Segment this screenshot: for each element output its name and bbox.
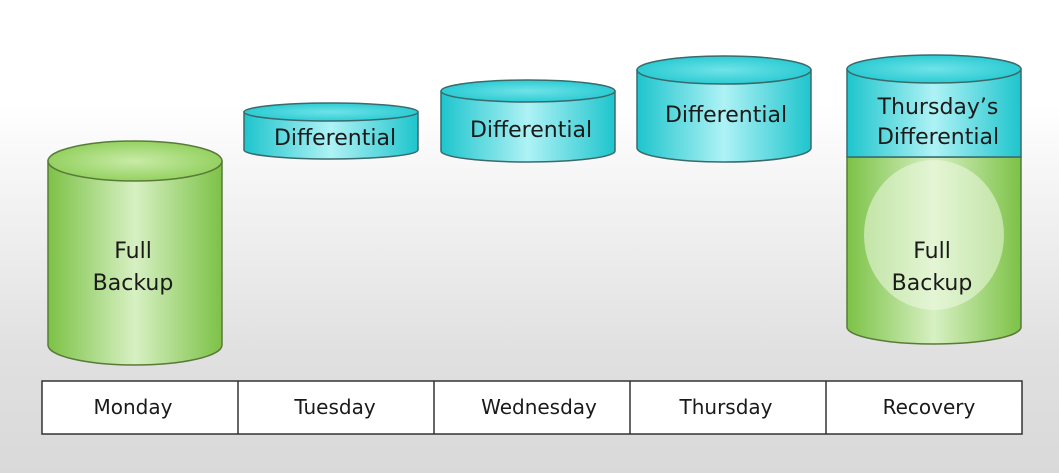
thursday-differential-label: Differential bbox=[665, 103, 787, 128]
recovery-full-backup-section: Full Backup bbox=[846, 156, 1022, 345]
tuesday-differential-cylinder: Differential bbox=[243, 102, 419, 160]
recovery-cylinder: Full Backup Thursday’s Differential bbox=[846, 54, 1022, 345]
recovery-differential-label-1: Thursday’s bbox=[877, 95, 999, 120]
monday-full-label-2: Backup bbox=[93, 271, 174, 296]
day-table: Monday Tuesday Wednesday Thursday Recove… bbox=[41, 380, 1023, 435]
recovery-differential-section: Thursday’s Differential bbox=[846, 54, 1022, 158]
recovery-differential-label-2: Differential bbox=[877, 125, 999, 150]
monday-full-label-1: Full bbox=[114, 239, 152, 264]
recovery-full-label-2: Backup bbox=[892, 271, 973, 296]
day-cell-thursday: Thursday bbox=[679, 395, 773, 419]
monday-full-backup-cylinder: Full Backup bbox=[47, 140, 223, 366]
day-cell-recovery: Recovery bbox=[883, 395, 976, 419]
wednesday-differential-cylinder: Differential bbox=[440, 79, 616, 163]
day-cell-tuesday: Tuesday bbox=[293, 395, 376, 419]
day-cell-wednesday: Wednesday bbox=[481, 395, 597, 419]
day-cell-monday: Monday bbox=[94, 395, 173, 419]
recovery-full-label-1: Full bbox=[913, 239, 951, 264]
thursday-differential-cylinder: Differential bbox=[636, 55, 812, 163]
wednesday-differential-label: Differential bbox=[470, 118, 592, 143]
tuesday-differential-label: Differential bbox=[274, 126, 396, 151]
